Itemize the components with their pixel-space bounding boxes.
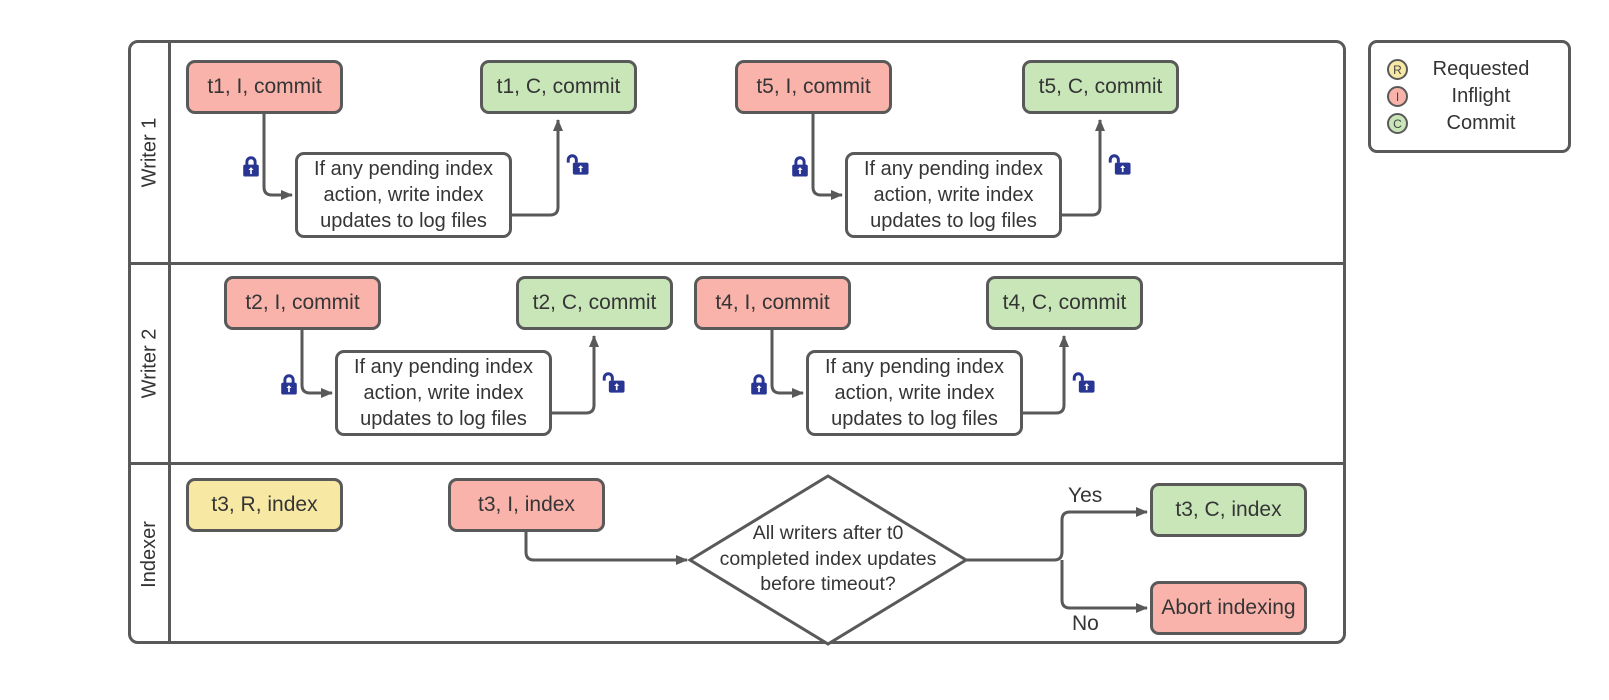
node-abort-indexing: Abort indexing xyxy=(1150,581,1307,635)
branch-no-label: No xyxy=(1072,612,1099,635)
legend-inflight-icon: I xyxy=(1387,86,1408,107)
lock-open-icon xyxy=(564,152,590,176)
node-t3-inflight-label: t3, I, index xyxy=(478,493,575,516)
node-t3-requested: t3, R, index xyxy=(186,478,343,532)
node-t3-commit-label: t3, C, index xyxy=(1175,498,1282,521)
legend-inflight-letter: I xyxy=(1395,89,1400,104)
lock-closed-icon xyxy=(240,154,262,178)
node-t1-inflight: t1, I, commit xyxy=(186,60,343,114)
node-t4-inflight: t4, I, commit xyxy=(694,276,851,330)
lane-label-divider xyxy=(168,43,171,641)
legend-inflight-label: Inflight xyxy=(1451,85,1511,107)
node-abort-indexing-label: Abort indexing xyxy=(1161,596,1296,619)
legend-requested-icon: R xyxy=(1387,59,1408,80)
legend-commit-letter: C xyxy=(1393,116,1402,131)
node-t3-requested-label: t3, R, index xyxy=(211,493,318,516)
legend-commit-icon: C xyxy=(1387,113,1408,134)
legend: R Requested I Inflight C Commit xyxy=(1368,40,1571,153)
lock-closed-icon xyxy=(278,372,300,396)
node-t1-commit: t1, C, commit xyxy=(480,60,637,114)
node-t5-commit-label: t5, C, commit xyxy=(1038,75,1163,98)
node-t1-process: If any pending index action, write index… xyxy=(295,152,512,238)
node-t4-inflight-label: t4, I, commit xyxy=(715,291,830,314)
lane-writer2: Writer 2 xyxy=(131,265,168,462)
node-t1-commit-label: t1, C, commit xyxy=(496,75,621,98)
lock-open-icon xyxy=(1070,370,1096,394)
node-t3-commit: t3, C, index xyxy=(1150,483,1307,537)
node-t3-inflight: t3, I, index xyxy=(448,478,605,532)
node-t5-inflight-label: t5, I, commit xyxy=(756,75,871,98)
legend-commit-label: Commit xyxy=(1446,112,1516,134)
lock-open-icon xyxy=(600,370,626,394)
legend-row-commit: C Commit xyxy=(1387,110,1554,137)
node-t4-process-label: If any pending index action, write index… xyxy=(824,356,1005,430)
legend-requested-letter: R xyxy=(1393,62,1402,77)
lane-writer2-label: Writer 2 xyxy=(138,328,161,399)
node-t4-commit-label: t4, C, commit xyxy=(1002,291,1127,314)
node-t1-inflight-label: t1, I, commit xyxy=(207,75,322,98)
branch-yes-label: Yes xyxy=(1068,484,1103,507)
node-t2-inflight: t2, I, commit xyxy=(224,276,381,330)
node-t2-process: If any pending index action, write index… xyxy=(335,350,552,436)
node-t1-process-label: If any pending index action, write index… xyxy=(313,158,494,232)
node-t2-commit-label: t2, C, commit xyxy=(532,291,657,314)
lane-divider-2 xyxy=(131,462,1343,465)
lane-indexer-label: Indexer xyxy=(138,521,160,588)
node-t5-process: If any pending index action, write index… xyxy=(845,152,1062,238)
node-t5-inflight: t5, I, commit xyxy=(735,60,892,114)
node-t4-commit: t4, C, commit xyxy=(986,276,1143,330)
decision-text: All writers after t0 completed index upd… xyxy=(719,522,937,596)
lane-indexer: Indexer xyxy=(131,465,168,644)
node-t2-inflight-label: t2, I, commit xyxy=(245,291,360,314)
legend-requested-label: Requested xyxy=(1432,58,1530,80)
node-t5-commit: t5, C, commit xyxy=(1022,60,1179,114)
node-t5-process-label: If any pending index action, write index… xyxy=(863,158,1044,232)
legend-row-requested: R Requested xyxy=(1387,56,1554,83)
lane-writer1-label: Writer 1 xyxy=(138,117,161,188)
lane-divider-1 xyxy=(131,262,1343,265)
legend-row-inflight: I Inflight xyxy=(1387,83,1554,110)
node-t2-process-label: If any pending index action, write index… xyxy=(353,356,534,430)
node-t2-commit: t2, C, commit xyxy=(516,276,673,330)
lock-open-icon xyxy=(1106,152,1132,176)
node-t4-process: If any pending index action, write index… xyxy=(806,350,1023,436)
lock-closed-icon xyxy=(789,154,811,178)
lane-writer1: Writer 1 xyxy=(131,43,168,262)
lock-closed-icon xyxy=(748,372,770,396)
